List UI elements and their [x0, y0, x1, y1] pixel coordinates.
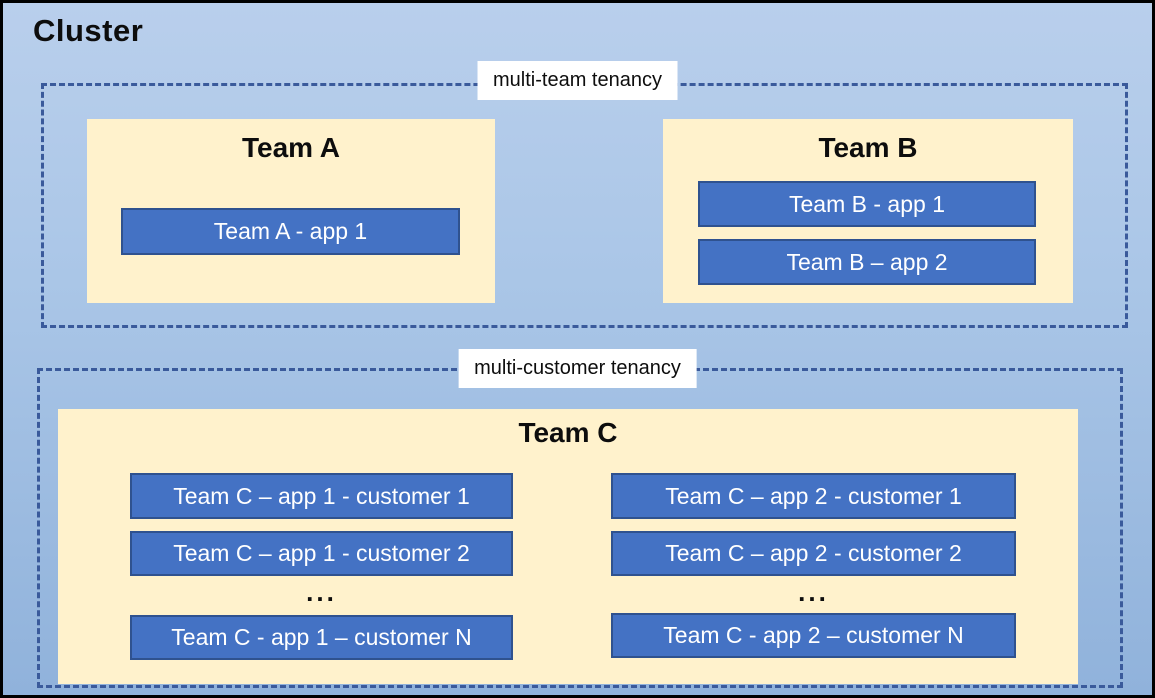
team-c-app2-customer-1-box: Team C – app 2 - customer 1	[611, 473, 1016, 519]
team-c-app2-customer-2-box: Team C – app 2 - customer 2	[611, 531, 1016, 576]
cluster-title: Cluster	[33, 13, 144, 48]
team-a-panel: Team A Team A - app 1	[87, 119, 495, 303]
multi-customer-tenancy-label: multi-customer tenancy	[458, 349, 697, 388]
team-b-app-2-box: Team B – app 2	[698, 239, 1036, 285]
team-c-title: Team C	[518, 417, 618, 448]
team-a-app-1-box: Team A - app 1	[121, 208, 460, 255]
team-c-app1-customer-n-box: Team C - app 1 – customer N	[130, 615, 513, 660]
team-c-app2-customer-n-box: Team C - app 2 – customer N	[611, 613, 1016, 658]
team-b-panel: Team B Team B - app 1 Team B – app 2	[663, 119, 1073, 303]
team-c-panel: Team C Team C – app 1 - customer 1 Team …	[58, 409, 1078, 684]
team-c-app1-customer-1-box: Team C – app 1 - customer 1	[130, 473, 513, 519]
team-b-app-1-box: Team B - app 1	[698, 181, 1036, 227]
team-c-app1-ellipsis: ...	[306, 577, 337, 607]
team-c-app1-customer-2-box: Team C – app 1 - customer 2	[130, 531, 513, 576]
team-a-title: Team A	[241, 132, 341, 163]
team-c-app2-ellipsis: ...	[798, 577, 829, 607]
multi-team-tenancy-label: multi-team tenancy	[477, 61, 678, 100]
team-b-title: Team B	[818, 132, 918, 163]
